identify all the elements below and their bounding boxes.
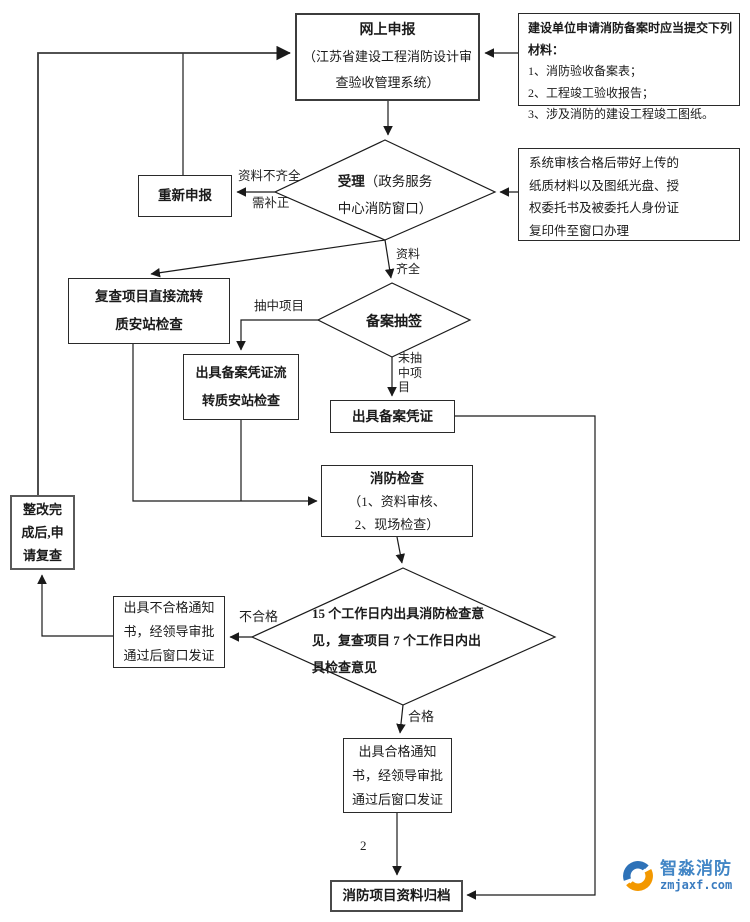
- diamond-result: [250, 567, 557, 706]
- online-declare-subtitle-line2: 查验收管理系统）: [335, 75, 440, 90]
- rectify-line: 整改完: [22, 502, 62, 517]
- box-review-direct-transfer: 复查项目直接流转 质安站检查: [68, 278, 230, 344]
- result-line: 具检查意见: [312, 660, 378, 675]
- box-fail-notice: 出具不合格通知 书，经领导审批 通过后窗口发证: [113, 596, 225, 668]
- box-online-declare: 网上申报 （江苏省建设工程消防设计审 查验收管理系统）: [295, 13, 480, 101]
- connector-rectify-feedback-to-online: [37, 45, 291, 495]
- accept-bold: 受理: [337, 174, 365, 189]
- result-line: 见，复查项目 7 个工作日内出: [312, 633, 482, 648]
- review-direct-line: 复查项目直接流转: [95, 289, 203, 304]
- edge-label-complete-line: 资料: [396, 247, 421, 261]
- box-cert-transfer: 出具备案凭证流 转质安站检查: [183, 354, 299, 420]
- diamond-accept-text: 受理（政务服务 中心消防窗口）: [305, 168, 465, 222]
- box-issue-cert: 出具备案凭证: [330, 400, 455, 433]
- connector-accept-to-lottery: [384, 239, 395, 279]
- page-number: 2: [360, 838, 367, 853]
- logo-globe-icon: [623, 861, 653, 891]
- materials-item: 3、涉及消防的建设工程竣工图纸。: [528, 107, 715, 121]
- cert-transfer-line: 出具备案凭证流: [195, 365, 287, 380]
- box-pass-notice: 出具合格通知 书，经领导审批 通过后窗口发证: [343, 738, 452, 813]
- edge-label-fail: 不合格: [239, 609, 279, 624]
- diamond-result-text: 15 个工作日内出具消防检查意 见，复查项目 7 个工作日内出 具检查意见: [312, 600, 517, 681]
- online-declare-title: 网上申报: [359, 23, 416, 38]
- edge-label-drawn-project: 抽中项目: [254, 299, 305, 313]
- diamond-lottery: [316, 282, 472, 358]
- connector-lottery-to-cert-transfer: [236, 319, 318, 351]
- rectify-line: 请复查: [22, 548, 62, 563]
- edge-label-complete-line: 齐全: [396, 262, 421, 276]
- site-logo: 智淼消防 zmjaxf.com: [622, 860, 732, 892]
- review-direct-line: 质安站检查: [115, 317, 183, 332]
- window-note-line: 权委托书及被委托人身份证: [529, 201, 680, 215]
- edge-label-not-drawn-line: 目: [398, 380, 411, 394]
- note-window-handling: 系统审核合格后带好上传的 纸质材料以及图纸光盘、授 权委托书及被委托人身份证 复…: [518, 148, 740, 241]
- box-redeclare: 重新申报: [138, 175, 232, 217]
- edge-label-not-drawn-line: 中项: [398, 365, 423, 380]
- accept-line2: 中心消防窗口）: [337, 201, 433, 216]
- connector-fire-check-to-result: [395, 536, 406, 564]
- edge-label-not-drawn: 未抽 中项 目: [398, 351, 422, 395]
- fire-check-title: 消防检查: [370, 470, 424, 486]
- fail-notice-line: 书，经领导审批: [123, 624, 215, 639]
- logo-name: 智淼消防: [660, 858, 732, 879]
- window-note-line: 复印件至窗口办理: [529, 223, 630, 238]
- materials-item: 2、工程竣工验收报告；: [528, 85, 655, 100]
- pass-notice-line: 通过后窗口发证: [351, 791, 443, 807]
- fire-check-line: 2、现场检查）: [354, 516, 440, 532]
- fail-notice-line: 出具不合格通知: [123, 600, 215, 615]
- box-archive: 消防项目资料归档: [330, 880, 463, 912]
- edge-label-pass: 合格: [408, 709, 435, 724]
- materials-item: 1、消防验收备案表；: [528, 64, 643, 78]
- diamond-lottery-text: 备案抽签: [334, 311, 454, 331]
- logo-url: zmjaxf.com: [660, 877, 733, 892]
- pass-notice-line: 书，经领导审批: [351, 767, 443, 783]
- window-note-line: 纸质材料以及图纸光盘、授: [529, 178, 680, 193]
- redeclare-label: 重新申报: [158, 188, 212, 203]
- edge-label-complete: 资料 齐全: [396, 247, 420, 277]
- box-fire-check: 消防检查 （1、资料审核、 2、现场检查）: [321, 465, 473, 537]
- issue-cert-label: 出具备案凭证: [352, 408, 433, 424]
- note-required-materials: 建设单位申请消防备案时应当提交下列材料： 1、消防验收备案表； 2、工程竣工验收…: [518, 13, 740, 121]
- edge-label-need-correction: 需补正: [252, 196, 290, 210]
- result-line: 15 个工作日内出具消防检查意: [312, 606, 485, 621]
- box-rectify-reapply: 整改完 成后,申 请复查: [10, 495, 75, 570]
- edge-label-not-drawn-line: 未抽: [398, 351, 423, 365]
- connector-result-to-pass-notice: [396, 704, 406, 734]
- connector-fail-notice-to-rectify: [37, 574, 113, 637]
- accept-rest: （政务服务: [364, 174, 433, 189]
- window-note-line: 系统审核合格后带好上传的: [529, 156, 680, 170]
- edge-label-incomplete: 资料不齐全: [238, 169, 301, 183]
- materials-heading: 建设单位申请消防备案时应当提交下列材料：: [528, 21, 733, 57]
- lottery-label: 备案抽签: [366, 315, 422, 330]
- fail-notice-line: 通过后窗口发证: [123, 648, 215, 663]
- cert-transfer-line: 转质安站检查: [201, 393, 280, 408]
- online-declare-subtitle-line1: （江苏省建设工程消防设计审: [302, 49, 472, 64]
- archive-label: 消防项目资料归档: [342, 888, 451, 903]
- fire-check-line: （1、资料审核、: [348, 493, 446, 509]
- rectify-line: 成后,申: [21, 525, 64, 540]
- connector-accept-to-review-direct: [150, 239, 386, 278]
- connector-review-direct-to-fire-check: [132, 344, 318, 506]
- pass-notice-line: 出具合格通知: [358, 743, 437, 759]
- diamond-accept: [273, 139, 497, 241]
- connector-issue-cert-to-archive: [455, 415, 596, 900]
